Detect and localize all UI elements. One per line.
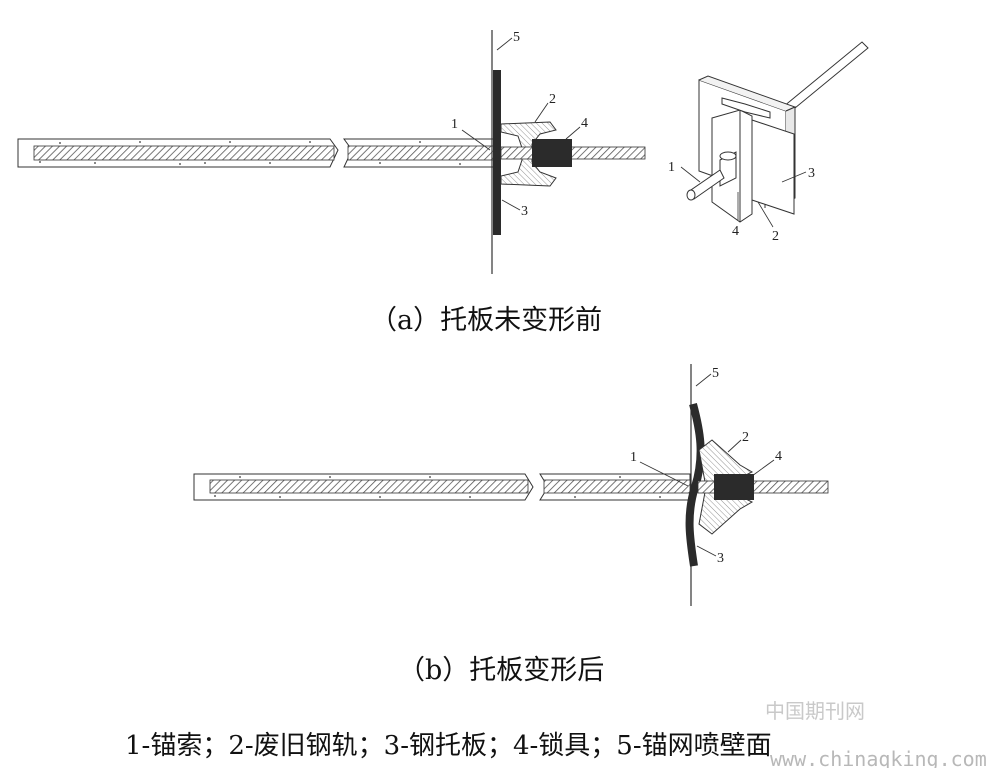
anchor-cable-grout-b: [209, 479, 529, 494]
leader-lines-b: [639, 373, 775, 557]
anchor-cable-grout-a-2: [347, 145, 495, 161]
leader-lines-a: [461, 37, 581, 211]
lock-b: [714, 474, 754, 500]
label-3-b: 3: [717, 551, 724, 566]
label-4-a: 4: [581, 116, 588, 131]
steel-plate-a: [493, 70, 501, 235]
label-3-a: 3: [521, 204, 528, 219]
label-4-b: 4: [775, 449, 782, 464]
iso-label-1: 1: [668, 160, 675, 175]
anchor-cable-a-tail: [500, 146, 646, 160]
caption-a: （a）托板未变形前: [370, 305, 602, 336]
diagram-b: 5 2 4 1 3: [193, 364, 829, 606]
iso-label-3: 3: [808, 166, 815, 181]
label-5-b: 5: [712, 366, 719, 381]
label-1-b: 1: [630, 450, 637, 465]
anchor-cable-grout-a: [33, 145, 335, 161]
watermark-cn: 中国期刊网: [765, 699, 865, 723]
legend-text: 1-锚索；2-废旧钢轨；3-钢托板；4-锁具；5-锚网喷壁面: [125, 731, 772, 761]
anchor-cable-grout-b-2: [543, 479, 691, 494]
grout-speckles-b: [214, 476, 661, 498]
label-2-a: 2: [549, 92, 556, 107]
grout-speckles-a: [39, 141, 461, 165]
isometric-view: [680, 41, 869, 228]
caption-b: （b）托板变形后: [398, 655, 604, 686]
diagram-a: 5 2 4 1 3: [17, 30, 646, 274]
label-1-a: 1: [451, 117, 458, 132]
iso-label-2: 2: [772, 229, 779, 244]
label-5-a: 5: [513, 30, 520, 45]
label-2-b: 2: [742, 430, 749, 445]
iso-plate-front: [751, 119, 795, 215]
lock-a: [532, 139, 572, 167]
watermark-url: www.chinaqking.com: [770, 747, 987, 768]
iso-label-4: 4: [732, 224, 739, 239]
deformed-steel-plate-b: [685, 402, 705, 567]
